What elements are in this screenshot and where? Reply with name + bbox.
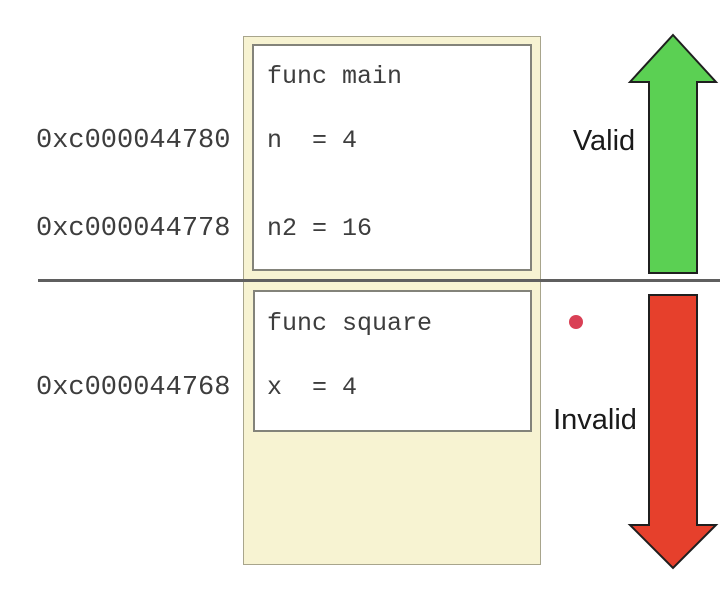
memory-address-x: 0xc000044768 <box>36 373 231 403</box>
frame-square-var-x: x = 4 <box>267 373 358 402</box>
stack-frame-main-inner <box>252 44 532 271</box>
memory-address-n2: 0xc000044778 <box>36 214 231 244</box>
frame-main-var-n2: n2 = 16 <box>267 214 373 243</box>
memory-address-n: 0xc000044780 <box>36 126 231 156</box>
frame-main-var-n: n = 4 <box>267 126 358 155</box>
valid-up-arrow-icon <box>627 33 719 274</box>
stack-frame-square-inner <box>253 290 532 432</box>
invalid-label: Invalid <box>553 404 637 436</box>
invalid-down-arrow-icon <box>627 294 719 570</box>
frame-main-title: func main <box>267 62 403 91</box>
frame-square-title: func square <box>267 309 433 338</box>
red-dot-shape <box>569 315 583 329</box>
valid-label: Valid <box>572 125 636 157</box>
stack-pointer-divider-line <box>38 279 720 282</box>
valid-arrow-shape <box>627 33 719 274</box>
red-dot-icon <box>569 315 583 329</box>
invalid-arrow-shape <box>627 294 719 570</box>
